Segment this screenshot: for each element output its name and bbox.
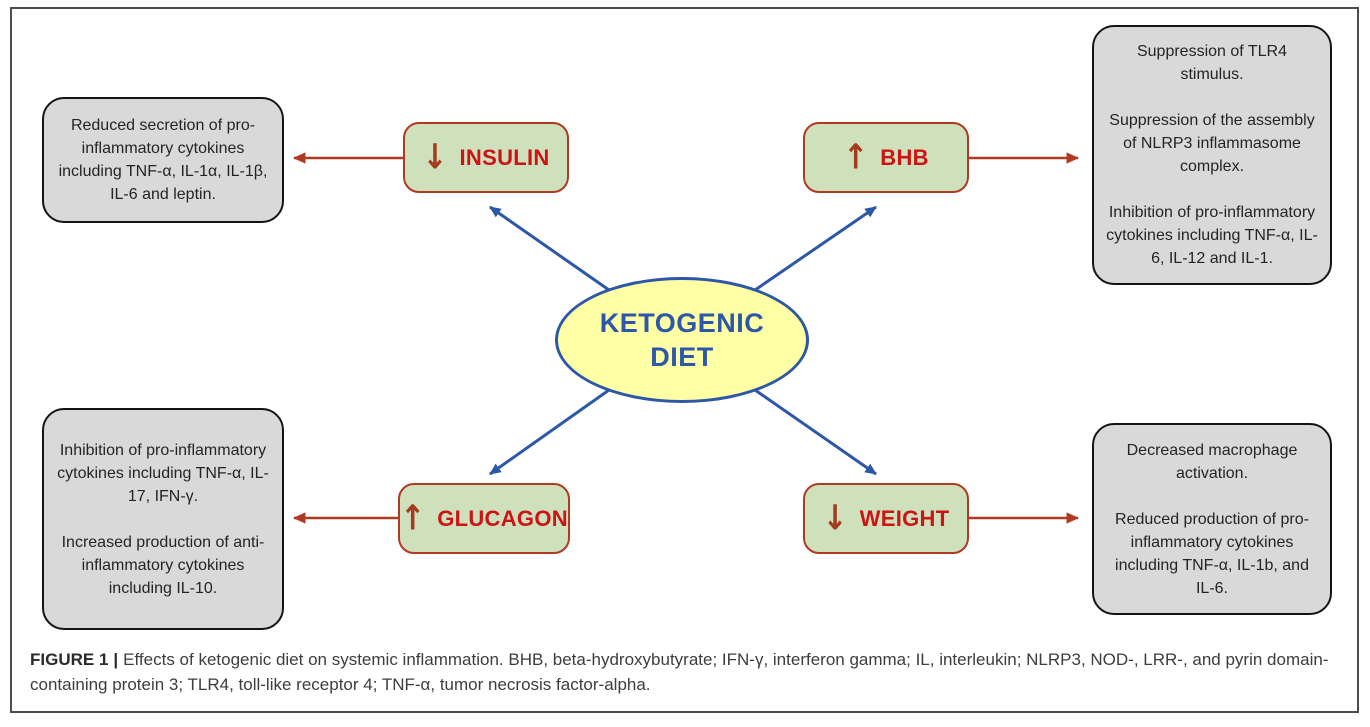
outcome-text: Reduced production of pro-inflammatory c… <box>1115 510 1309 597</box>
decrease-arrow-icon: ↓ <box>822 497 848 539</box>
outcome-box-glucagon: Inhibition of pro-inflammatory cytokines… <box>42 408 284 630</box>
node-insulin: ↓ INSULIN <box>403 122 569 193</box>
outcome-text: Inhibition of pro-inflammatory cytokines… <box>1106 204 1318 267</box>
node-weight: ↓ WEIGHT <box>803 483 969 554</box>
outcome-text: Increased production of anti-inflammator… <box>61 533 265 597</box>
center-node-label-line1: KETOGENIC <box>599 308 765 338</box>
outcome-text: Reduced secretion of pro-inflammatory cy… <box>58 117 268 203</box>
figure-caption-text: Effects of ketogenic diet on systemic in… <box>30 650 1329 694</box>
figure-caption-separator: | <box>113 650 119 669</box>
node-label: INSULIN <box>459 144 550 170</box>
outcome-box-bhb: Suppression of TLR4 stimulus. Suppressio… <box>1092 25 1332 285</box>
node-label: GLUCAGON <box>437 505 568 531</box>
outcome-box-insulin: Reduced secretion of pro-inflammatory cy… <box>42 97 284 223</box>
increase-arrow-icon: ↑ <box>400 497 426 539</box>
center-node-label-line2: DIET <box>650 342 714 372</box>
outcome-text: Inhibition of pro-inflammatory cytokines… <box>57 441 269 505</box>
outcome-text: Suppression of the assembly of NLRP3 inf… <box>1109 112 1315 175</box>
figure-caption-label: FIGURE 1 <box>30 650 109 669</box>
node-glucagon: ↑ GLUCAGON <box>398 483 570 554</box>
node-label: BHB <box>880 144 929 170</box>
outcome-text: Suppression of TLR4 stimulus. <box>1136 43 1287 83</box>
node-label: WEIGHT <box>859 505 950 531</box>
node-bhb: ↑ BHB <box>803 122 969 193</box>
outcome-box-weight: Decreased macrophage activation. Reduced… <box>1092 423 1332 615</box>
increase-arrow-icon: ↑ <box>843 136 869 178</box>
figure-caption: FIGURE 1|Effects of ketogenic diet on sy… <box>30 648 1338 697</box>
decrease-arrow-icon: ↓ <box>422 136 448 178</box>
outcome-text: Decreased macrophage activation. <box>1126 441 1298 482</box>
center-node-ketogenic-diet: KETOGENIC DIET <box>555 277 809 403</box>
